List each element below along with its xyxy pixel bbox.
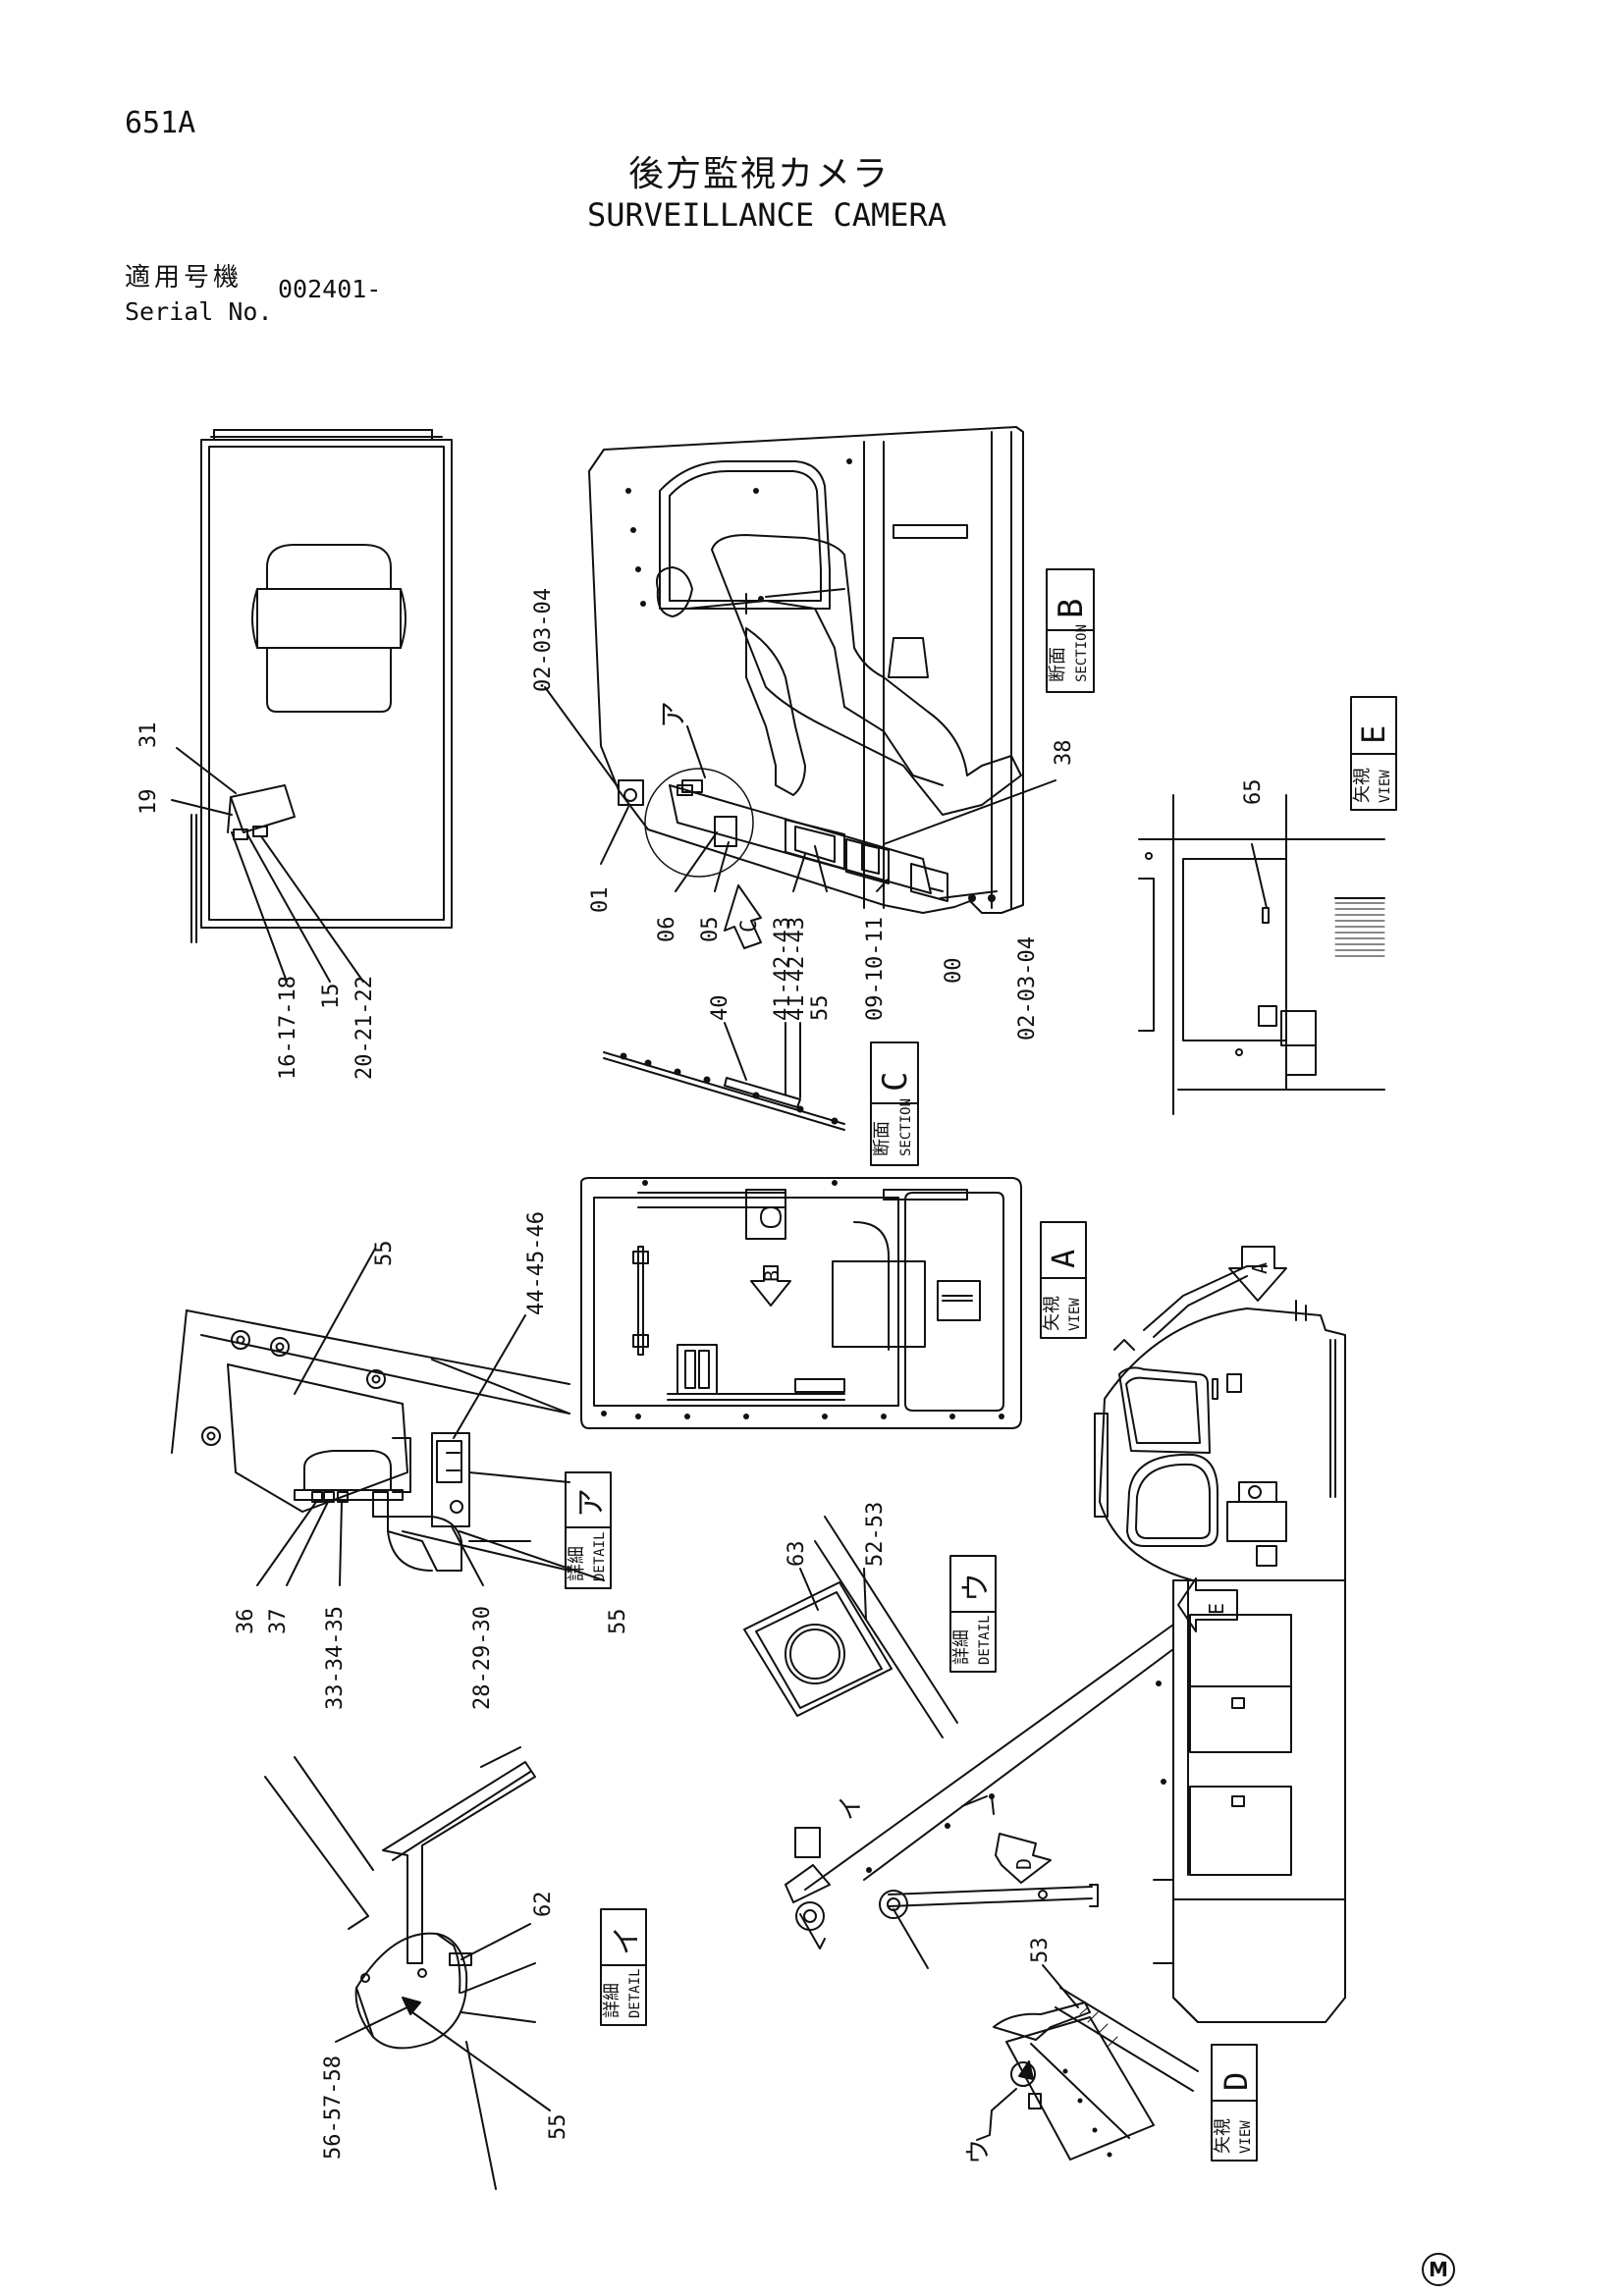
view-a-jp: 矢視 — [1042, 1296, 1062, 1331]
callout-52-53: 52-53 — [863, 1502, 888, 1567]
m-mark-symbol: M — [1422, 2253, 1455, 2286]
section-b-en: SECTION — [1074, 624, 1090, 682]
callout-65: 65 — [1241, 779, 1266, 806]
callout-41-42-43: 41-42-43 — [771, 917, 795, 1021]
section-b-jp: 断面 — [1048, 647, 1068, 682]
callout-63: 63 — [785, 1541, 809, 1568]
section-b-letter: B — [1052, 599, 1091, 618]
callout-31: 31 — [136, 722, 161, 749]
arrow-e-icon — [1177, 1577, 1238, 1632]
section-b-cab-side — [544, 426, 1056, 949]
excavator-side-view — [785, 1246, 1346, 2023]
arrow-pointer-icon — [402, 1997, 421, 2015]
detail-u-camera-mount — [743, 1516, 958, 1738]
label-boxes — [565, 568, 1397, 2162]
view-d-letter: D — [1218, 2072, 1255, 2091]
detail-u-letter: ウ — [959, 1573, 994, 1602]
view-d — [976, 1964, 1199, 2161]
view-e-en: VIEW — [1378, 770, 1393, 803]
section-c-letter: C — [876, 1072, 915, 1092]
view-e-jp: 矢視 — [1352, 768, 1373, 803]
callout-15: 15 — [319, 984, 344, 1010]
section-c-jp: 断面 — [872, 1121, 893, 1156]
callout-33-34-35: 33-34-35 — [323, 1606, 348, 1710]
view-d-en: VIEW — [1238, 2120, 1254, 2154]
pointer-arrow-icon — [1018, 2060, 1034, 2080]
arrow-e-letter: E — [1205, 1603, 1228, 1615]
callout-36: 36 — [234, 1609, 258, 1635]
detail-i-en: DETAIL — [627, 1968, 643, 2018]
ref-marker-a: ア — [657, 701, 689, 728]
serial-number-value: 002401- — [278, 275, 382, 303]
arrow-b-letter: B — [760, 1270, 784, 1282]
detail-i-letter: イ — [610, 1926, 644, 1955]
arrow-b-icon — [750, 1265, 791, 1307]
callout-16-17-18: 16-17-18 — [276, 976, 300, 1080]
view-a-letter: A — [1045, 1250, 1082, 1268]
top-view-cab-plan — [171, 429, 453, 983]
page-id: 651A — [125, 106, 196, 140]
arrow-c-icon — [724, 884, 762, 949]
view-a-cab-top — [580, 1177, 1022, 1429]
callout-44-45-46: 44-45-46 — [524, 1211, 549, 1315]
arrow-c-letter: C — [737, 920, 762, 933]
detail-a-en: DETAIL — [592, 1531, 608, 1581]
callout-40: 40 — [708, 995, 732, 1022]
serial-label-english: Serial No. — [125, 297, 273, 326]
callout-28-29-30: 28-29-30 — [470, 1606, 495, 1710]
callout-20-21-22: 20-21-22 — [352, 976, 377, 1080]
callout-05: 05 — [698, 917, 723, 943]
view-d-jp: 矢視 — [1213, 2118, 1233, 2154]
detail-u-jp: 詳細 — [951, 1629, 972, 1665]
callout-53: 53 — [1028, 1938, 1053, 1964]
callout-19: 19 — [136, 789, 161, 816]
section-c — [603, 1022, 845, 1131]
seat-icon — [266, 544, 392, 590]
serial-label-japanese: 適用号機 — [125, 263, 244, 293]
title-japanese: 後方監視カメラ — [628, 154, 891, 194]
title-english: SURVEILLANCE CAMERA — [587, 196, 947, 234]
arrow-a-letter: A — [1248, 1262, 1272, 1274]
detail-a-letter: ア — [574, 1488, 609, 1518]
callout-38: 38 — [1052, 740, 1076, 767]
camera-monitor-icon — [230, 784, 296, 833]
callout-55-section-b: 55 — [808, 995, 833, 1022]
detail-a-jp: 詳細 — [567, 1546, 587, 1581]
arrow-d-icon — [995, 1833, 1052, 1884]
callout-00: 00 — [942, 958, 966, 985]
ref-marker-u: ウ — [964, 2139, 994, 2164]
detail-u-en: DETAIL — [977, 1615, 993, 1665]
view-a-en: VIEW — [1067, 1298, 1083, 1331]
callout-55-detail-a-bottom: 55 — [606, 1609, 630, 1635]
arrow-d-letter: D — [1012, 1858, 1036, 1870]
view-e — [1138, 794, 1385, 1115]
callout-01: 01 — [588, 887, 613, 914]
callout-06: 06 — [655, 917, 679, 943]
arrow-a-icon — [1228, 1246, 1287, 1302]
detail-i-camera — [264, 1746, 551, 2190]
callout-55-detail-a-top: 55 — [372, 1241, 397, 1267]
callout-56-57-58: 56-57-58 — [321, 2056, 346, 2160]
callout-62: 62 — [531, 1892, 556, 1918]
callout-37: 37 — [266, 1609, 291, 1635]
callout-09-10-11: 09-10-11 — [863, 917, 888, 1021]
ref-marker-i: イ — [837, 1795, 866, 1821]
callout-02-03-04-top: 02-03-04 — [531, 588, 556, 692]
detail-i-jp: 詳細 — [602, 1983, 623, 2018]
callout-41-42-43-section-c: 41-42-43 — [785, 917, 809, 1021]
callout-02-03-04-bottom: 02-03-04 — [1015, 936, 1040, 1041]
callout-55-detail-i: 55 — [546, 2114, 570, 2141]
view-e-letter: E — [1355, 725, 1392, 744]
section-c-en: SECTION — [898, 1098, 914, 1156]
detail-a-bracket — [171, 1248, 605, 1586]
